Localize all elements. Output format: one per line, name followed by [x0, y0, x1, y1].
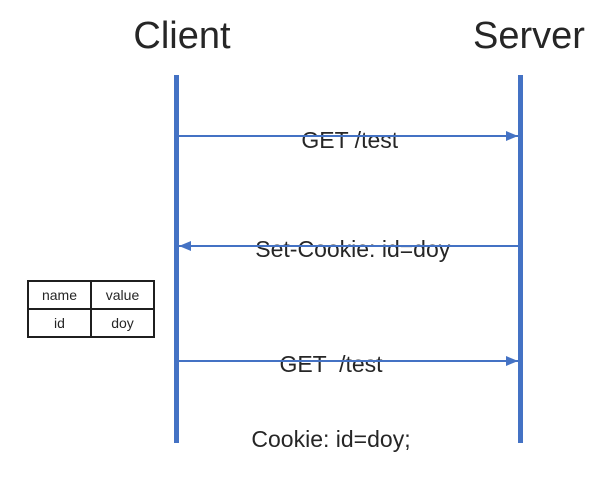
- message-label-get-test: GET /test: [165, 103, 509, 178]
- arrow-shaft: [179, 135, 518, 137]
- lifeline-server: [518, 75, 523, 443]
- message-line: Set-Cookie: id=doy: [255, 236, 451, 262]
- arrowhead-right-icon: [506, 131, 518, 141]
- arrowhead-left-icon: [179, 241, 191, 251]
- cookie-table-cell-name: id: [27, 308, 92, 338]
- actor-label-server: Server: [473, 15, 585, 57]
- arrow-shaft: [179, 360, 518, 362]
- cookie-table: name value id doy: [27, 280, 155, 338]
- cookie-table-header-row: name value: [27, 280, 155, 310]
- arrow-shaft: [179, 245, 518, 247]
- cookie-table-header-value: value: [90, 280, 155, 310]
- lifeline-client: [174, 75, 179, 443]
- actor-label-client: Client: [133, 15, 231, 57]
- message-arrow-server-to-client: [179, 240, 518, 252]
- message-label-get-with-cookie: GET /test Cookie: id=doy;: [159, 302, 503, 502]
- message-line: Cookie: id=doy;: [251, 426, 411, 452]
- message-arrow-client-to-server-cookie: [179, 355, 518, 367]
- cookie-table-data-row: id doy: [27, 308, 155, 338]
- sequence-diagram-canvas: Client Server GET /test Set-Cookie: id=d…: [27, 15, 585, 452]
- arrowhead-right-icon: [506, 356, 518, 366]
- cookie-table-header-name: name: [27, 280, 92, 310]
- message-arrow-client-to-server: [179, 130, 518, 142]
- message-label-set-cookie: Set-Cookie: id=doy: [168, 212, 512, 287]
- cookie-table-cell-value: doy: [90, 308, 155, 338]
- message-line: GET /test: [301, 127, 399, 153]
- message-line: GET /test: [279, 351, 383, 377]
